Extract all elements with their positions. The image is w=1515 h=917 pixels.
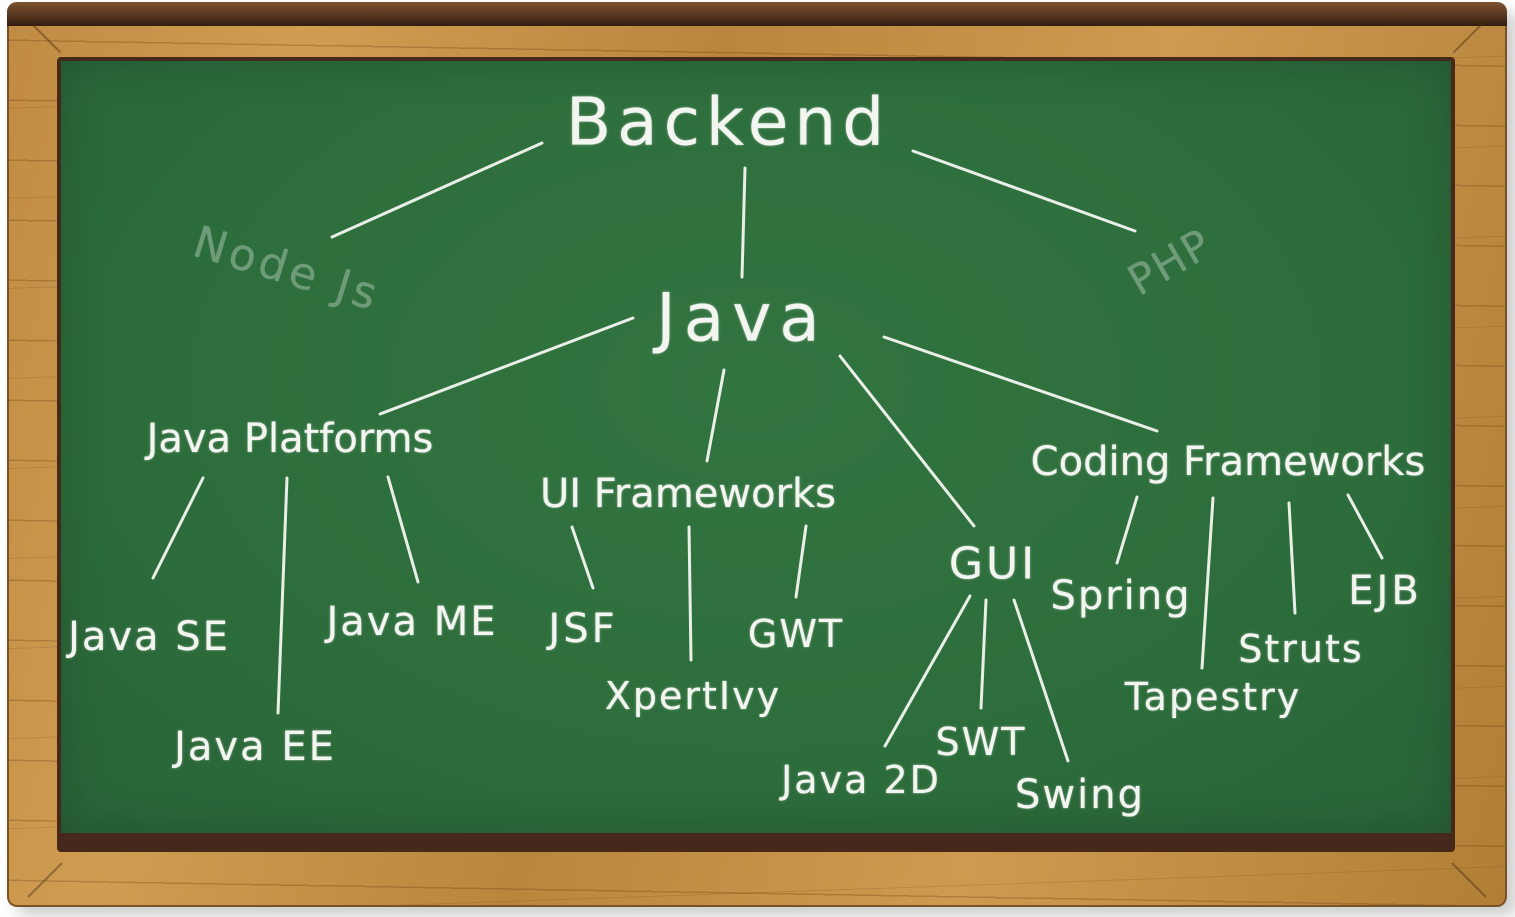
node-java: Java	[656, 279, 828, 357]
node-spring: Spring	[1050, 573, 1192, 619]
node-coding-frameworks: Coding Frameworks	[1030, 439, 1426, 485]
frame-miter-bottom-left	[27, 862, 63, 898]
node-java-me: Java ME	[326, 599, 498, 645]
node-tapestry: Tapestry	[1124, 675, 1302, 719]
node-java-platforms: Java Platforms	[146, 416, 434, 462]
node-java-2d: Java 2D	[781, 758, 941, 802]
node-gwt: GWT	[747, 612, 845, 656]
frame-miter-bottom-right	[1451, 862, 1487, 898]
node-ui-frameworks: UI Frameworks	[539, 471, 837, 517]
node-xpertivy: XpertIvy	[604, 674, 782, 718]
node-ejb: EJB	[1348, 568, 1422, 614]
chalkboard-frame	[7, 2, 1507, 907]
node-backend: Backend	[565, 83, 891, 161]
frame-top-edge	[7, 2, 1507, 26]
node-java-ee: Java EE	[174, 724, 336, 770]
node-swt: SWT	[935, 720, 1027, 764]
node-jsf: JSF	[548, 606, 618, 652]
node-gui: GUI	[948, 538, 1038, 590]
chalkboard-surface	[57, 57, 1455, 852]
node-struts: Struts	[1238, 627, 1364, 671]
node-java-se: Java SE	[68, 614, 230, 660]
node-swing: Swing	[1015, 772, 1145, 818]
